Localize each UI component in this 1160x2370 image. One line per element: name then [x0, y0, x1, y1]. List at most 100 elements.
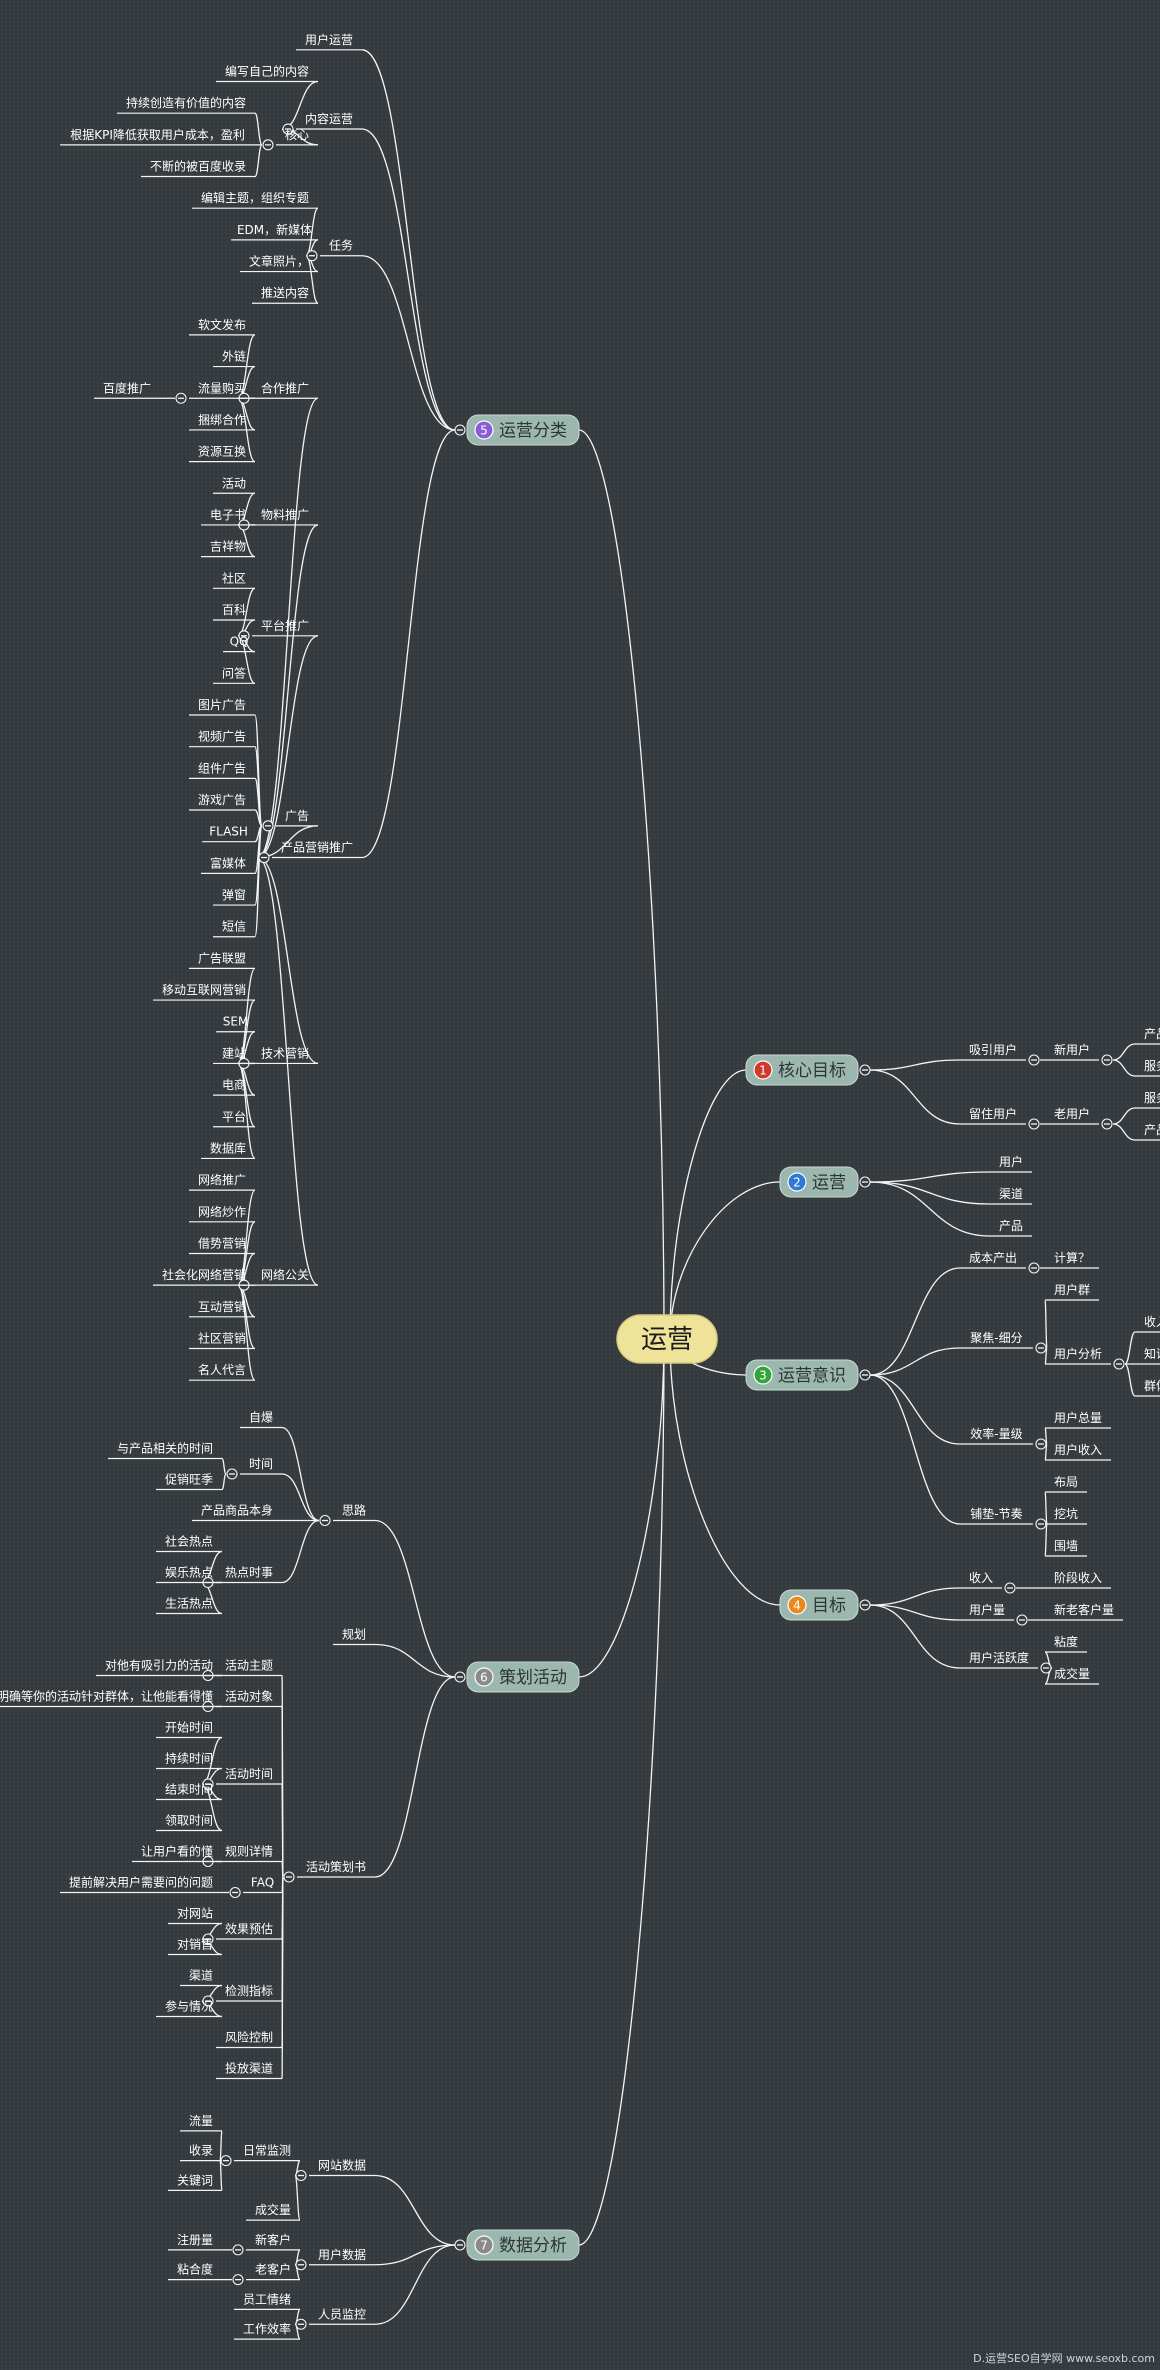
collapse-toggle[interactable] [262, 820, 274, 832]
node-b3-1[interactable]: 聚焦-细分 [960, 1331, 1033, 1349]
node-b6-0[interactable]: 思路 [333, 1503, 375, 1522]
collapse-toggle[interactable] [1035, 1518, 1047, 1530]
node-b7-0[interactable]: 网站数据 [309, 2158, 375, 2177]
node-b6-2-2-1[interactable]: 持续时间 [156, 1751, 222, 1770]
node-b5-3-4[interactable]: 技术营销 [252, 1046, 318, 1065]
node-b3-0-0[interactable]: 计算？ [1045, 1250, 1099, 1269]
node-b5-3-0-2[interactable]: 流量购买 [189, 380, 255, 399]
node-b5-3-0-4[interactable]: 资源互换 [189, 445, 255, 463]
node-b6-0-1-0[interactable]: 与产品相关的时间 [108, 1441, 222, 1460]
node-b4-1[interactable]: 用户量 [960, 1602, 1014, 1621]
node-b3-3-1[interactable]: 挖坑 [1045, 1506, 1087, 1525]
node-b6-0-3[interactable]: 热点时事 [216, 1566, 282, 1584]
collapse-toggle[interactable] [1028, 1118, 1040, 1130]
node-b5-2-2[interactable]: 文章照片， [240, 254, 318, 273]
collapse-toggle[interactable] [202, 1933, 214, 1945]
node-b5-3-5-6[interactable]: 名人代言 [189, 1362, 255, 1381]
collapse-toggle[interactable] [454, 1671, 466, 1683]
node-b6-0-0[interactable]: 自爆 [240, 1411, 282, 1429]
node-b1-1-0[interactable]: 老用户 [1045, 1106, 1099, 1125]
node-b5-3-5-2[interactable]: 借势营销 [189, 1236, 255, 1255]
node-b5-2[interactable]: 任务 [320, 238, 362, 257]
node-b4-2-0[interactable]: 粘度 [1045, 1634, 1087, 1653]
node-b3-0[interactable]: 成本产出 [960, 1251, 1026, 1269]
collapse-toggle[interactable] [1040, 1662, 1052, 1674]
node-b6-2-3[interactable]: 规则详情 [216, 1844, 282, 1863]
node-b6-2-2-3[interactable]: 领取时间 [156, 1814, 222, 1832]
collapse-toggle[interactable] [1035, 1438, 1047, 1450]
node-b3-1-1-1[interactable]: 知识 [1135, 1347, 1160, 1365]
node-b3-3-0[interactable]: 布局 [1045, 1475, 1087, 1493]
node-b7-1[interactable]: 用户数据 [309, 2247, 375, 2266]
node-b6-2-0[interactable]: 活动主题 [216, 1659, 282, 1677]
collapse-toggle[interactable] [295, 2259, 307, 2271]
node-b4-2[interactable]: 用户活跃度 [960, 1650, 1038, 1669]
node-b6-2-5-1[interactable]: 对销售 [168, 1937, 222, 1956]
node-b7-2-0[interactable]: 员工情绪 [234, 2292, 300, 2310]
node-b4-0-0[interactable]: 阶段收入 [1045, 1570, 1111, 1589]
node-b5-3-3-1[interactable]: 视频广告 [189, 729, 255, 748]
node-b7-2-1[interactable]: 工作效率 [234, 2321, 300, 2340]
node-b6-2-2-2[interactable]: 结束时间 [156, 1783, 222, 1801]
collapse-toggle[interactable] [319, 1514, 331, 1527]
node-b3-2-1[interactable]: 用户收入 [1045, 1442, 1111, 1461]
node-b5-3-3-7[interactable]: 短信 [213, 920, 255, 938]
node-b5-3-2-1[interactable]: 百科 [213, 603, 255, 621]
node-b6-0-3-1[interactable]: 娱乐热点 [156, 1566, 222, 1584]
node-b6-2-1-0[interactable]: 明确等你的活动针对群体，让他能看得懂 [0, 1689, 222, 1708]
node-b6-0-3-2[interactable]: 生活热点 [156, 1597, 222, 1615]
node-b5-3-4-2[interactable]: SEM [216, 1015, 255, 1033]
node-b1-0[interactable]: 吸引用户 [960, 1042, 1026, 1061]
collapse-toggle[interactable] [238, 630, 250, 642]
node-b6-0-2[interactable]: 产品商品本身 [192, 1503, 282, 1522]
node-b5-3-4-3[interactable]: 建站 [213, 1046, 255, 1065]
node-b3-1-1-0[interactable]: 收入 [1135, 1315, 1160, 1333]
collapse-toggle[interactable] [1028, 1054, 1040, 1066]
node-b1-0-0[interactable]: 新用户 [1045, 1042, 1099, 1061]
collapse-toggle[interactable] [1101, 1118, 1113, 1130]
node-b6-2-2-0[interactable]: 开始时间 [156, 1721, 222, 1739]
collapse-toggle[interactable] [258, 851, 270, 864]
node-b5-3-1[interactable]: 物料推广 [252, 508, 318, 526]
node-b6-0-3-0[interactable]: 社会热点 [156, 1534, 222, 1553]
collapse-toggle[interactable] [175, 392, 187, 404]
node-b3-3[interactable]: 铺垫-节奏 [960, 1506, 1033, 1525]
node-b5-2-0[interactable]: 编辑主题，组织专题 [192, 190, 318, 209]
node-b5-3-3-2[interactable]: 组件广告 [189, 761, 255, 779]
node-b5-3-4-4[interactable]: 电商 [213, 1077, 255, 1096]
node-b7-1-0-0[interactable]: 注册量 [168, 2232, 222, 2251]
collapse-toggle[interactable] [202, 1778, 214, 1790]
node-b6-2-0-0[interactable]: 对他有吸引力的活动 [96, 1658, 222, 1677]
node-b6-2-5[interactable]: 效果预估 [216, 1921, 282, 1940]
node-b1-1[interactable]: 留住用户 [960, 1106, 1026, 1125]
node-b3-2-0[interactable]: 用户总量 [1045, 1410, 1111, 1429]
node-b5-3-3[interactable]: 广告 [276, 809, 318, 827]
node-b6-2-4[interactable]: FAQ [243, 1876, 282, 1894]
node-b2-0[interactable]: 用户 [990, 1154, 1032, 1173]
node-b5-3-5-4[interactable]: 互动营销 [189, 1300, 255, 1318]
node-b6-2-7[interactable]: 风险控制 [216, 2030, 282, 2049]
node-b5-3-3-3[interactable]: 游戏广告 [189, 793, 255, 811]
node-b6-2-6-0[interactable]: 渠道 [180, 1969, 222, 1987]
node-b6-2-5-0[interactable]: 对网站 [168, 1907, 222, 1925]
node-b5-1-1-1[interactable]: 根据KPI降低获取用户成本，盈利 [60, 127, 255, 146]
node-b6-1[interactable]: 规划 [333, 1627, 375, 1646]
node-b5-3-0-1[interactable]: 外链 [213, 349, 255, 368]
collapse-toggle[interactable] [262, 139, 274, 151]
node-b7-0-0-2[interactable]: 关键词 [168, 2173, 222, 2191]
collapse-toggle[interactable] [306, 250, 318, 262]
collapse-toggle[interactable] [202, 1995, 214, 2007]
node-b7-0-0-0[interactable]: 流量 [180, 2114, 222, 2132]
node-b5-3-5-0[interactable]: 网络推广 [189, 1172, 255, 1191]
node-b5-3-1-2[interactable]: 吉祥物 [201, 540, 255, 558]
collapse-toggle[interactable] [1101, 1054, 1113, 1066]
collapse-toggle[interactable] [282, 123, 294, 135]
node-b7-1-0[interactable]: 新客户 [246, 2232, 300, 2251]
node-b6-2-8[interactable]: 投放渠道 [216, 2061, 282, 2080]
node-b5-1-1[interactable]: 核心 [276, 128, 318, 146]
node-b5-3-4-1[interactable]: 移动互联网营销 [153, 983, 255, 1001]
